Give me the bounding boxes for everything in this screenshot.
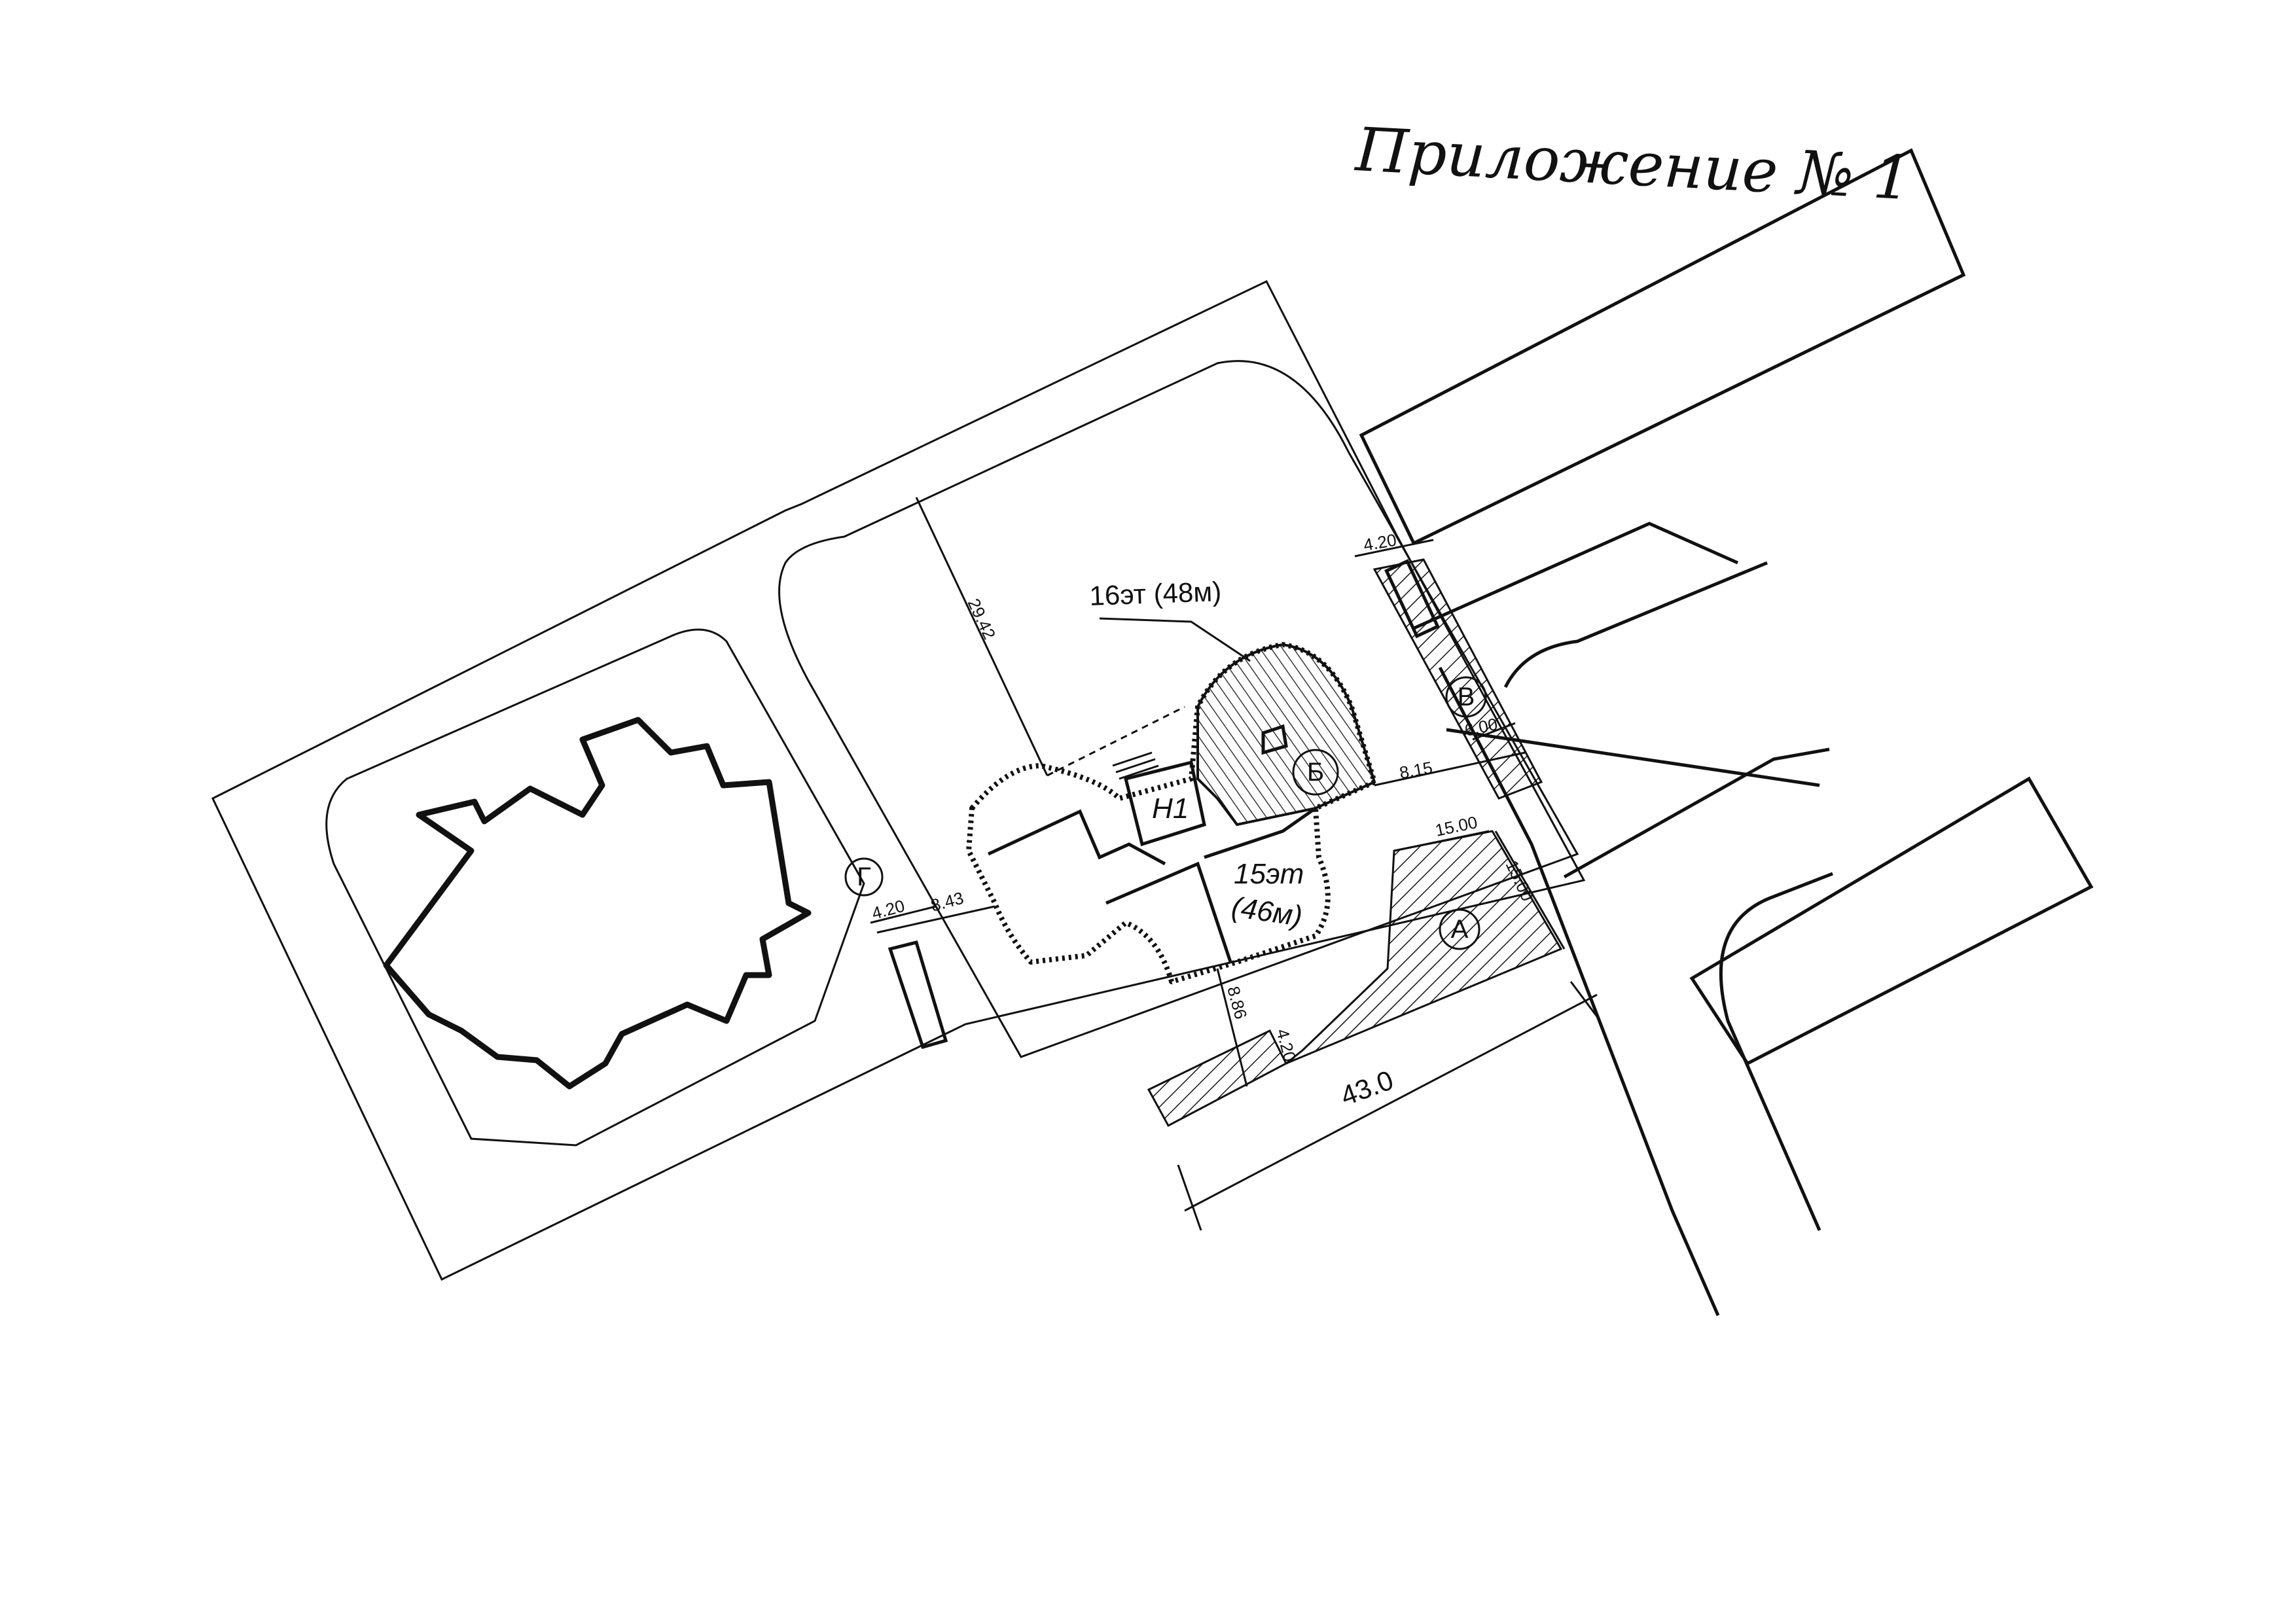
road-edge-right: [1503, 561, 1768, 688]
leader-16: [1099, 617, 1251, 662]
zone-marker-a: А: [1439, 908, 1480, 950]
dim-line-6-00: [1472, 722, 1516, 741]
dim-line-8-15: [1374, 751, 1526, 787]
road-edge-upper: [1412, 522, 1739, 630]
dim-29-42: 29.42: [964, 596, 1000, 643]
internal-wall-3: [1204, 806, 1317, 859]
structure-v-box: [1384, 559, 1440, 639]
existing-building-left[interactable]: [383, 717, 812, 1090]
dim-line-4-20-left: [870, 905, 937, 924]
hatched-strip-bottom: [1147, 1029, 1287, 1128]
dim-line-43-0: [1184, 993, 1598, 1212]
inner-courtyard: [778, 360, 1579, 1058]
dim-tick-43-right: [1570, 981, 1602, 1022]
dim-8-15: 8.15: [1398, 758, 1434, 783]
building-right-bottom[interactable]: [1689, 776, 2094, 1066]
tower-16-hatched: [1196, 643, 1376, 827]
title: Приложение № 1: [1353, 115, 1913, 213]
zone-marker-g: Г: [844, 857, 884, 897]
dim-tick-43-left: [1177, 1164, 1202, 1231]
dim-line-4-20-top: [1354, 539, 1434, 558]
road-edge-right-2: [1563, 747, 1830, 879]
internal-wall-4: [1261, 724, 1288, 755]
dim-line-8-86: [1216, 968, 1248, 1087]
internal-wall-2: [1105, 861, 1232, 963]
label-tower-16: 16эт (48м): [1089, 576, 1222, 611]
dim-line-8-43: [876, 905, 996, 934]
stair-lines: [1112, 751, 1159, 780]
left-lawn: [325, 628, 865, 1147]
dim-line-29-42: [915, 497, 1049, 776]
dim-line-15-a: [1393, 830, 1490, 852]
label-tower-15-line1: 15эт: [1234, 858, 1304, 890]
structure-g: [888, 940, 948, 1050]
zone-marker-v: В: [1445, 676, 1487, 718]
label-h1: Н1: [1152, 793, 1189, 825]
dim-line-15-b: [1494, 830, 1566, 950]
h1-box: [1123, 760, 1206, 847]
dashed-connector: [1047, 705, 1185, 777]
dim-8-43: 8.43: [929, 888, 966, 916]
internal-wall-1: [987, 809, 1166, 866]
dim-4-20-left: 4.20: [870, 896, 907, 923]
zone-label-g: Г: [857, 863, 871, 891]
building-right-top[interactable]: [1359, 148, 1966, 546]
dim-4-20-top: 4.20: [1362, 530, 1398, 555]
zone-label-a: А: [1451, 915, 1469, 944]
label-tower-15-line2: (46м): [1230, 891, 1304, 933]
zone-label-b: Б: [1307, 758, 1324, 787]
site-boundary: [211, 280, 1586, 1281]
zone-marker-b: Б: [1292, 749, 1339, 796]
dim-8-86: 8.86: [1223, 984, 1251, 1022]
zone-label-v: В: [1458, 683, 1475, 711]
road-edge-right-3: [1719, 872, 1833, 1232]
